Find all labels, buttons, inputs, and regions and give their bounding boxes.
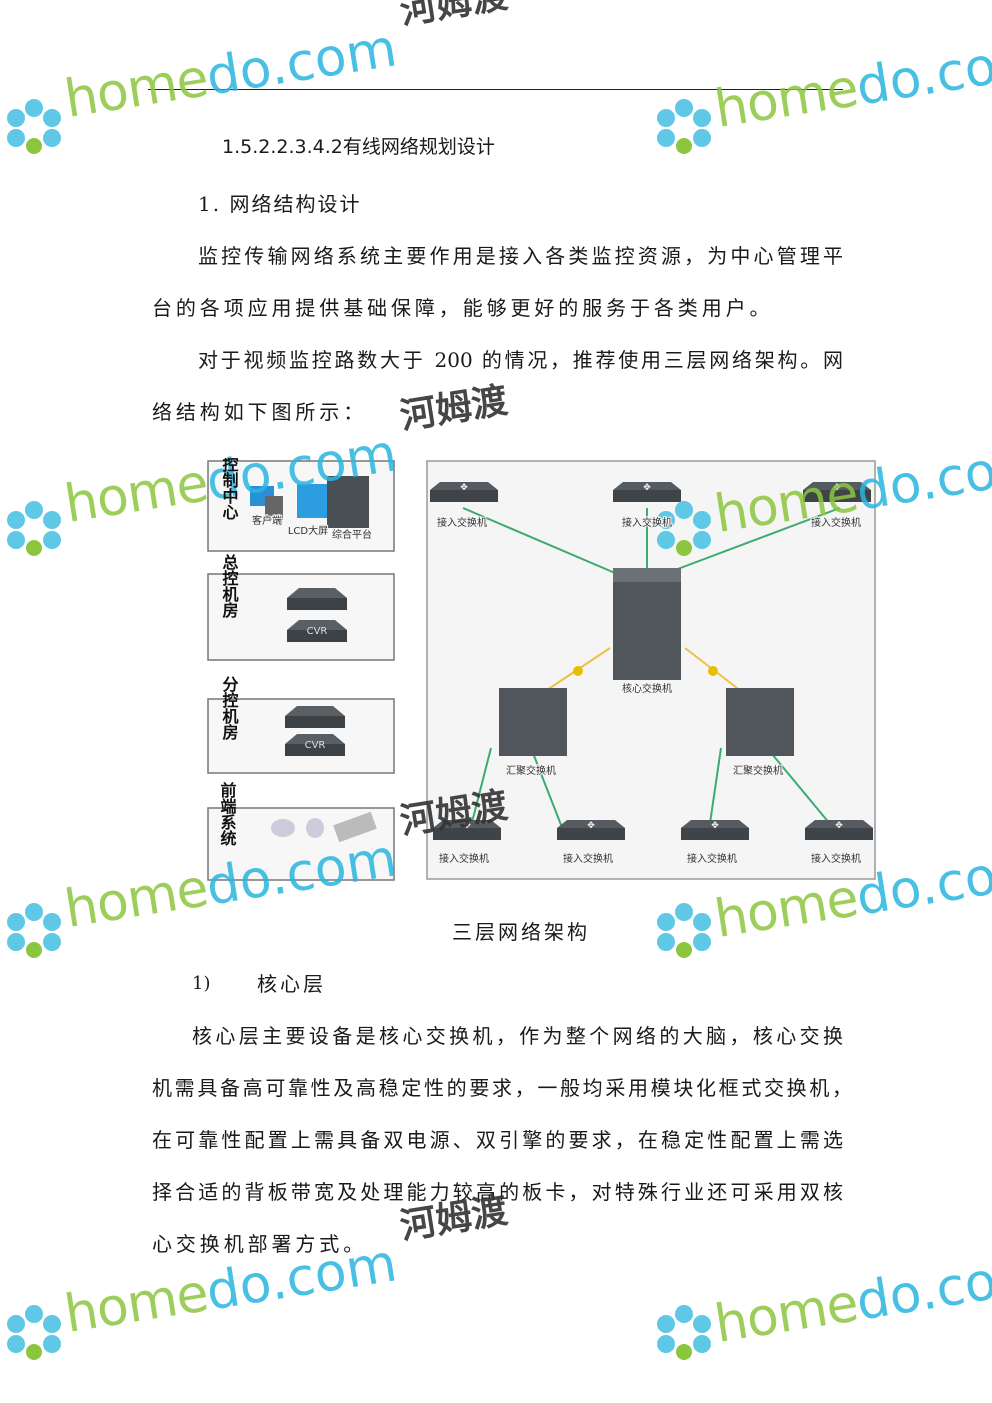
access-switch-icon (803, 482, 871, 502)
flower-logo-icon (7, 99, 61, 154)
section-heading: 1.5.2.2.3.4.2有线网络规划设计 (222, 136, 495, 158)
header-rule (148, 89, 843, 90)
aggregation-switch-icon (499, 688, 794, 756)
access-switch-icon (430, 482, 498, 502)
flower-logo-icon (657, 99, 711, 154)
paragraph-line: 对于视频监控路数大于 200 的情况，推荐使用三层网络架构。网 (198, 348, 843, 372)
flower-logo-icon (657, 1305, 711, 1360)
zone-control-center (207, 460, 395, 552)
zone-branch-control-room (207, 698, 395, 774)
core-switch-icon (613, 568, 681, 680)
network-diagram: ✥ (207, 460, 876, 881)
paragraph-line: 心交换机部署方式。 (152, 1232, 368, 1256)
zone-main-control-room (207, 573, 395, 661)
flower-logo-icon (7, 903, 61, 958)
paragraph-line: 择合适的背板带宽及处理能力较高的板卡，对特殊行业还可采用双核 (152, 1180, 843, 1204)
paragraph-line: 台的各项应用提供基础保障，能够更好的服务于各类用户。 (152, 296, 774, 320)
list-title: 核心层 (257, 972, 326, 996)
paragraph-line: 络结构如下图所示： (152, 400, 368, 424)
watermark: homedo.com河姆渡 (60, 0, 511, 130)
flower-logo-icon (657, 903, 711, 958)
watermark: homedo.com (710, 28, 992, 140)
paragraph-line: 在可靠性配置上需具备双电源、双引擎的要求，在稳定性配置上需选 (152, 1128, 843, 1152)
subsection-title: 1. 网络结构设计 (198, 192, 362, 216)
flower-logo-icon (7, 1305, 61, 1360)
flower-logo-icon (7, 501, 61, 556)
watermark: homedo.com (710, 1243, 992, 1355)
paragraph-line: 核心层主要设备是核心交换机，作为整个网络的大脑，核心交换 (192, 1024, 843, 1048)
list-number: 1) (192, 973, 211, 994)
flower-logo-icon (657, 501, 711, 556)
figure-caption: 三层网络架构 (452, 920, 590, 944)
zone-frontend (207, 807, 395, 881)
paragraph-line: 机需具备高可靠性及高稳定性的要求，一般均采用模块化框式交换机， (152, 1076, 852, 1100)
paragraph-line: 监控传输网络系统主要作用是接入各类监控资源，为中心管理平 (198, 244, 843, 268)
